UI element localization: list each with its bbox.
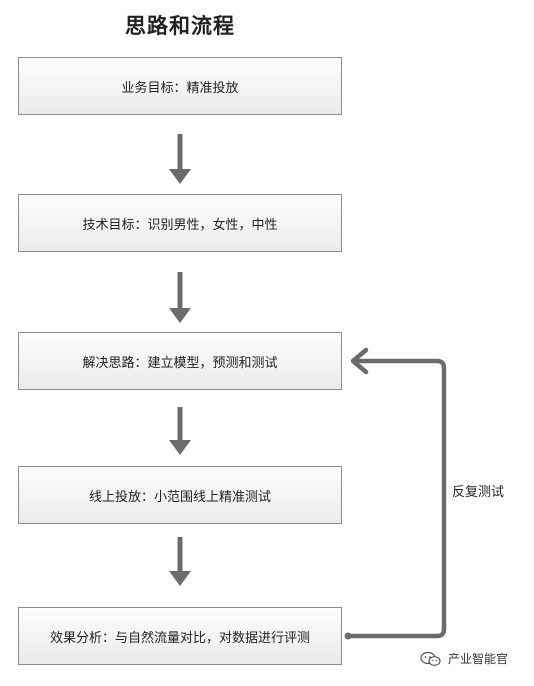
arrow-4 bbox=[169, 537, 191, 586]
arrow-1 bbox=[169, 134, 191, 184]
feedback-loop-arrow bbox=[344, 347, 447, 640]
node-approach: 解决思路：建立模型，预测和测试 bbox=[18, 332, 342, 390]
node-effect-analysis: 效果分析：与自然流量对比，对数据进行评测 bbox=[18, 607, 342, 665]
node-online-launch: 线上投放：小范围线上精准测试 bbox=[18, 466, 342, 524]
node-tech-goal: 技术目标：识别男性，女性，中性 bbox=[18, 194, 342, 252]
node-business-goal: 业务目标：精准投放 bbox=[18, 57, 342, 115]
wechat-icon bbox=[420, 651, 441, 666]
watermark: 产业智能官 bbox=[420, 650, 508, 667]
arrow-3 bbox=[169, 407, 191, 455]
loop-label: 反复测试 bbox=[452, 485, 505, 500]
diagram-title: 思路和流程 bbox=[125, 14, 235, 38]
arrow-2 bbox=[169, 272, 191, 323]
watermark-text: 产业智能官 bbox=[448, 652, 509, 666]
